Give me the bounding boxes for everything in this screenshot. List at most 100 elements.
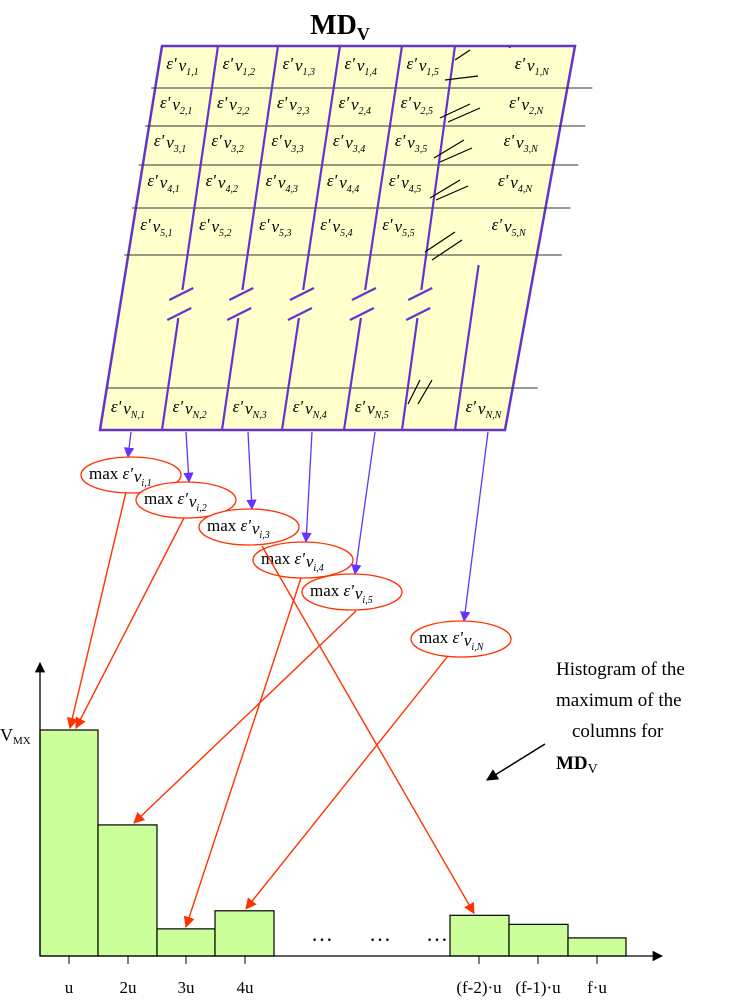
histogram-bar: [156, 928, 216, 957]
max-label: max ε'vi,4: [261, 549, 324, 574]
column-skip-mark: [429, 179, 461, 199]
histogram-bar: [39, 729, 99, 957]
cell-symbol: ε': [389, 171, 400, 190]
cell-symbol: ε': [166, 54, 177, 73]
column-skip-mark: [439, 103, 471, 119]
x-tick-label: f·u: [587, 978, 607, 997]
column-to-max-arrow: [351, 431, 376, 576]
column-break-mark: [407, 287, 433, 301]
cell-subscript: N,4: [312, 410, 327, 421]
cell-subscript: 5,2: [219, 228, 232, 239]
matrix-cell: ε'v1,1: [166, 54, 198, 78]
cell-symbol: ε': [271, 131, 282, 150]
cell-symbol: ε': [259, 215, 270, 234]
cell-symbol: ε': [498, 171, 509, 190]
column-skip-mark: [444, 75, 479, 81]
max-to-bin-arrow: [66, 491, 127, 730]
cell-subscript: 2,4: [359, 106, 372, 117]
cell-subscript: N,N: [484, 410, 502, 421]
matrix-column-line: [241, 45, 280, 291]
cell-symbol: ε': [395, 131, 406, 150]
matrix-cell: ε'v4,N: [498, 171, 533, 195]
cell-var: v: [166, 133, 174, 152]
matrix-cell: ε'v4,4: [327, 171, 359, 195]
max-oval: [301, 573, 403, 611]
cell-symbol: ε': [199, 215, 210, 234]
matrix-cell: ε'v5,2: [199, 215, 231, 239]
cell-subscript: 3,2: [230, 144, 244, 155]
column-break-mark: [289, 287, 315, 301]
cell-subscript: 4,5: [409, 184, 422, 195]
cell-subscript: 2,3: [297, 106, 310, 117]
y-axis-label: VMX: [0, 725, 31, 747]
cell-symbol: ε': [327, 171, 338, 190]
matrix-cell: ε'v1,4: [345, 54, 377, 78]
cell-var: v: [224, 133, 232, 152]
column-to-max-arrow: [123, 431, 135, 459]
matrix-column-line: [160, 317, 180, 431]
cell-symbol: ε': [160, 93, 171, 112]
max-oval: [410, 620, 512, 658]
cell-subscript: 4,2: [225, 184, 238, 195]
matrix-column-line: [453, 264, 480, 431]
cell-var: v: [339, 173, 347, 192]
cell-var: v: [357, 56, 365, 75]
cell-var: v: [504, 217, 512, 236]
cell-var: v: [295, 56, 303, 75]
matrix-column-line: [181, 45, 220, 291]
cell-subscript: N,2: [192, 410, 207, 421]
matrix-cell: ε'v5,3: [259, 215, 291, 239]
cell-var: v: [235, 56, 243, 75]
cell-symbol: ε': [154, 131, 165, 150]
note-line-1: Histogram of the: [556, 659, 685, 680]
matrix-cell: ε'v4,5: [389, 171, 421, 195]
matrix-title-sub: V: [357, 24, 370, 44]
cell-var: v: [160, 173, 168, 192]
histogram-bar: [449, 914, 510, 957]
column-skip-mark: [435, 185, 469, 201]
matrix-cell: ε'vN,N: [466, 397, 503, 421]
x-tick-label: (f-2)·u: [456, 978, 502, 997]
cell-subscript: 4,3: [285, 184, 298, 195]
histogram-ellipsis: …: [369, 921, 391, 946]
cell-symbol: ε': [206, 171, 217, 190]
cell-var: v: [289, 95, 297, 114]
cell-symbol: ε': [504, 131, 515, 150]
column-break-mark: [351, 287, 377, 301]
cell-subscript: 4,N: [518, 184, 534, 195]
matrix-cell: ε'v5,4: [320, 215, 352, 239]
cell-symbol: ε': [111, 397, 122, 416]
histogram-ellipsis: …: [311, 921, 333, 946]
matrix-cell: ε'v1,N: [515, 54, 550, 78]
max-oval: [135, 481, 237, 519]
cell-var: v: [305, 399, 313, 418]
matrix-cell: ε'v2,5: [401, 93, 433, 117]
cell-subscript: 3,N: [523, 144, 540, 155]
cell-var: v: [407, 133, 415, 152]
max-label: max ε'vi,2: [144, 489, 207, 514]
histogram-note: Histogram of the maximum of the columns …: [485, 659, 685, 781]
cell-subscript: 3,3: [290, 144, 304, 155]
x-tick-label: 4u: [237, 978, 255, 997]
cell-subscript: 5,5: [402, 228, 415, 239]
cell-var: v: [278, 173, 286, 192]
column-skip-mark: [417, 379, 433, 405]
cell-symbol: ε': [466, 397, 477, 416]
cell-var: v: [123, 399, 131, 418]
max-to-bin-arrow: [245, 655, 449, 910]
cell-symbol: ε': [339, 93, 350, 112]
cell-var: v: [284, 133, 292, 152]
column-break-mark: [228, 287, 254, 301]
matrix-cell: ε'v2,N: [509, 93, 544, 117]
x-tick-label: 3u: [178, 978, 196, 997]
cell-subscript: N,5: [374, 410, 389, 421]
matrix-cell: ε'v3,2: [211, 131, 243, 155]
cell-var: v: [527, 56, 535, 75]
matrix-cell: ε'v1,2: [223, 54, 255, 78]
cell-symbol: ε': [266, 171, 277, 190]
column-skip-mark: [407, 379, 421, 405]
max-label: max ε'vi,N: [419, 628, 485, 653]
column-to-max-arrow: [301, 431, 313, 544]
